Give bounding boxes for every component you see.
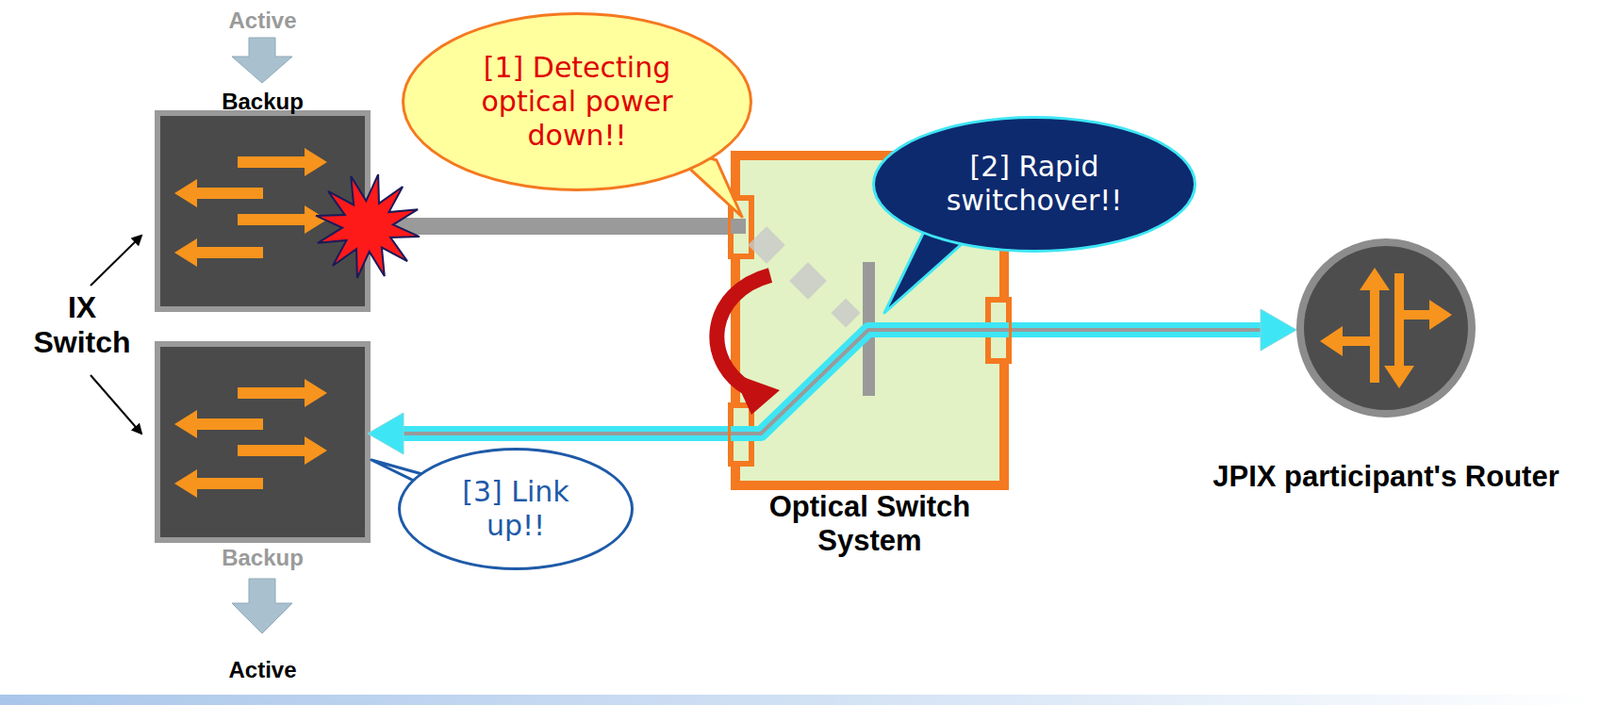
light-path-core (1008, 328, 1265, 332)
box-label: Optical Switch System (714, 490, 1026, 558)
arrow-head (1260, 309, 1297, 351)
flow-arrow (237, 379, 328, 408)
port (730, 197, 752, 257)
router-arrow (1429, 299, 1452, 330)
callout-bubble: [2] Rapid switchover!! (872, 115, 1197, 253)
switch-arrow (716, 275, 771, 389)
status-label: Active (157, 7, 368, 34)
switch-illustration (157, 113, 368, 310)
beam-trace (789, 262, 827, 300)
status-arrow (231, 578, 293, 634)
callout-bubble: [1] Detecting optical power down!! (401, 12, 753, 192)
switch-arrow (732, 373, 780, 415)
status-arrow (231, 37, 293, 83)
callout-bubble: [3] Link up!! (397, 447, 634, 571)
switch-box (157, 113, 368, 310)
light-path-core (730, 329, 1009, 434)
light-path (730, 329, 1009, 434)
ix-switch: ActiveBackup (157, 113, 368, 310)
router-body (1300, 242, 1472, 414)
router-arrow (1359, 267, 1390, 291)
flow-arrow (237, 148, 328, 177)
flow-arrow (174, 179, 264, 208)
status-label: Active (157, 657, 368, 684)
router-illustration (1300, 242, 1472, 414)
connector (1008, 309, 1297, 351)
beam-trace (747, 226, 786, 264)
footer-bar (0, 694, 1600, 705)
router-arrow (1319, 326, 1343, 357)
arrow-head (367, 412, 404, 455)
light-path (1008, 322, 1265, 338)
light-path (399, 426, 731, 442)
beam-trace (830, 297, 860, 328)
ix-switch: BackupActive (157, 344, 368, 541)
leader-line (90, 235, 142, 286)
router-arrow (1394, 273, 1404, 368)
flow-arrow (174, 469, 264, 498)
router: JPIX participant's Router (1296, 238, 1476, 418)
router-arrow (1340, 336, 1375, 347)
router-arrow (1384, 365, 1415, 389)
connector (367, 412, 731, 455)
fiber-line (367, 217, 731, 235)
fiber (730, 218, 746, 234)
router-label: JPIX participant's Router (1202, 460, 1570, 495)
flow-arrow (237, 205, 328, 234)
connector (367, 226, 731, 228)
flow-arrow (174, 238, 264, 267)
router-arrow (1399, 310, 1432, 320)
leader-line (90, 375, 142, 434)
light-path-core (399, 431, 731, 436)
callout-text: [3] Link up!! (445, 475, 587, 544)
failure-burst (315, 174, 420, 279)
callout-text: [1] Detecting optical power down!! (461, 50, 693, 153)
group-label: IX Switch (20, 290, 144, 361)
flow-arrow (174, 410, 264, 439)
status-label: Backup (157, 544, 368, 572)
status-label: Backup (157, 88, 368, 116)
flow-arrow (237, 436, 328, 465)
switch-box (157, 344, 368, 541)
switch-illustration (157, 344, 368, 541)
router-arrow (1369, 288, 1380, 383)
callout-text: [2] Rapid switchover!! (928, 149, 1141, 218)
